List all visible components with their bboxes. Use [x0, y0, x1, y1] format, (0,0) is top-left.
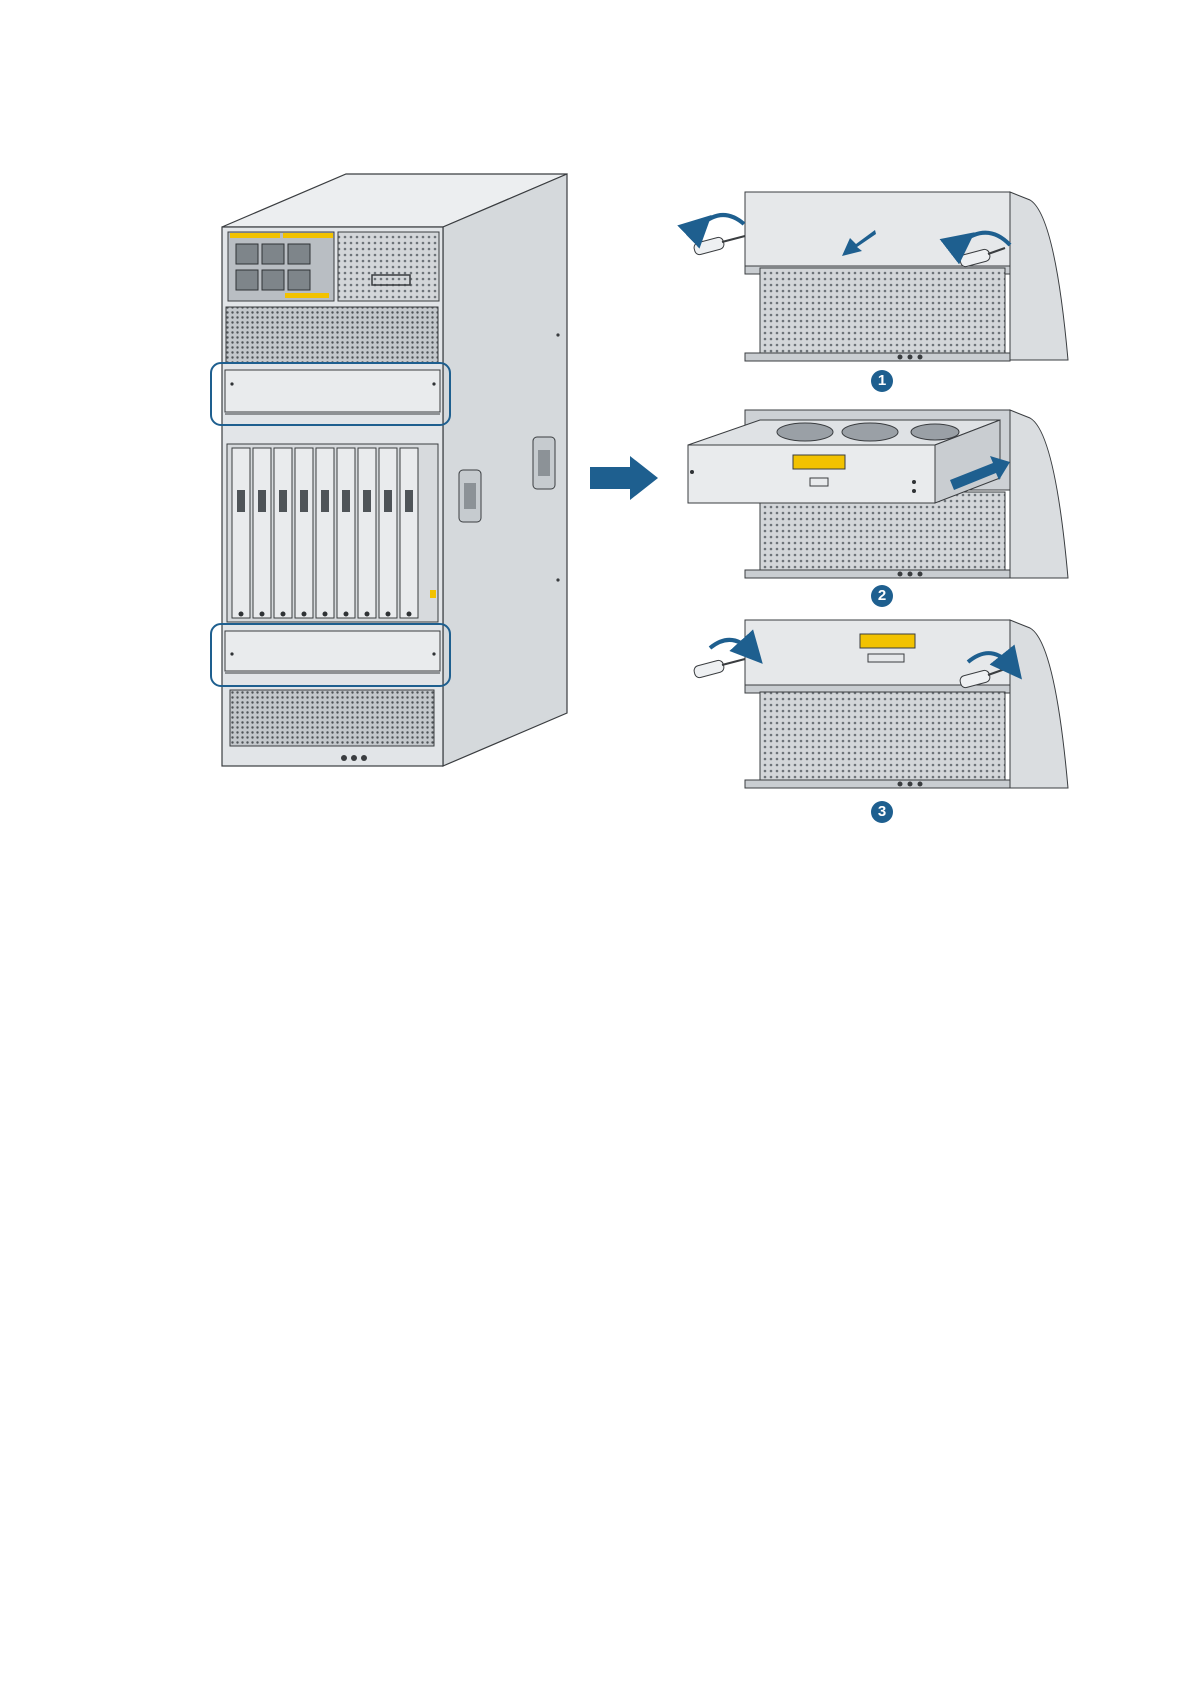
screwdriver-icon: [693, 236, 745, 256]
line-card-slots: [227, 444, 438, 622]
transition-arrow-icon: [590, 456, 658, 500]
step3-fan-tray-figure: [745, 620, 1068, 788]
lower-fan-tray: [225, 631, 440, 673]
lower-vent: [230, 690, 434, 746]
step-2-badge: 2: [871, 585, 893, 607]
warning-label-icon: [793, 455, 845, 469]
power-module-area: [228, 232, 439, 301]
rotate-arrow-icon: [700, 215, 744, 226]
chassis-front: [211, 174, 567, 766]
step-3-badge: 3: [871, 801, 893, 823]
step1-fan-tray-figure: [745, 192, 1068, 361]
step-1-badge: 1: [871, 370, 893, 392]
upper-fan-tray: [225, 370, 440, 414]
upper-vent: [226, 307, 438, 363]
step2-fan-tray-figure: [688, 410, 1068, 578]
screwdriver-icon: [693, 659, 745, 679]
warning-label-icon: [860, 634, 915, 648]
